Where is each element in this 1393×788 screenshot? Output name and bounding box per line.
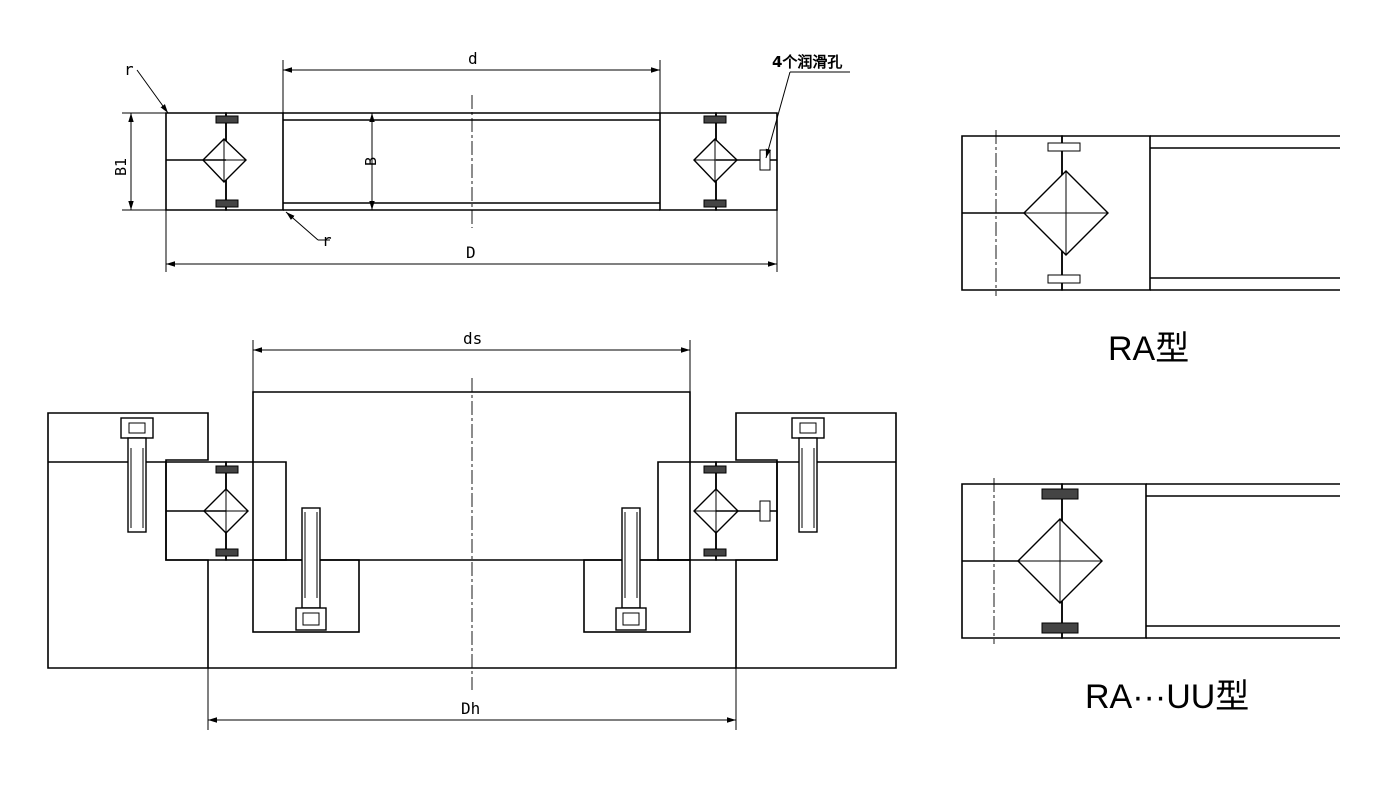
dimension-Dh: Dh (207, 668, 737, 730)
right-bearing-section (659, 112, 778, 211)
bolt-bottom-right (615, 507, 647, 631)
label-D: D (466, 243, 476, 262)
ra-uu-type-detail: RA···UU型 (961, 478, 1340, 716)
label-ra-type: RA型 (1108, 330, 1189, 368)
bolt-top-left (120, 417, 154, 533)
label-r-bottom: r (322, 231, 332, 250)
dimension-B1: B1 (112, 112, 166, 211)
dimension-d: d (282, 49, 661, 113)
label-ds: ds (463, 329, 482, 348)
assembly-bearing-left (165, 461, 287, 561)
label-B1: B1 (112, 158, 130, 176)
label-lube-holes: 4个润滑孔 (772, 53, 842, 71)
lube-hole-note: 4个润滑孔 (765, 53, 850, 159)
dimension-D: D (165, 210, 778, 272)
top-section-view: d B B1 D r r (112, 49, 850, 272)
label-r-top: r (124, 60, 134, 79)
bore-lines (283, 112, 660, 211)
left-bearing-section (165, 112, 284, 211)
assembly-view: ds Dh (47, 329, 897, 730)
assembly-bearing-right (657, 461, 778, 561)
label-ra-uu-type: RA···UU型 (1085, 678, 1249, 716)
dimension-ds: ds (252, 329, 691, 392)
label-Dh: Dh (461, 699, 480, 718)
ra-type-detail: RA型 (961, 130, 1340, 368)
bolt-bottom-left (295, 507, 327, 631)
bolt-top-right (791, 417, 825, 533)
dimension-B: B (362, 113, 380, 210)
label-d: d (468, 49, 478, 68)
radius-leaders: r r (124, 60, 332, 250)
label-B: B (362, 157, 380, 166)
